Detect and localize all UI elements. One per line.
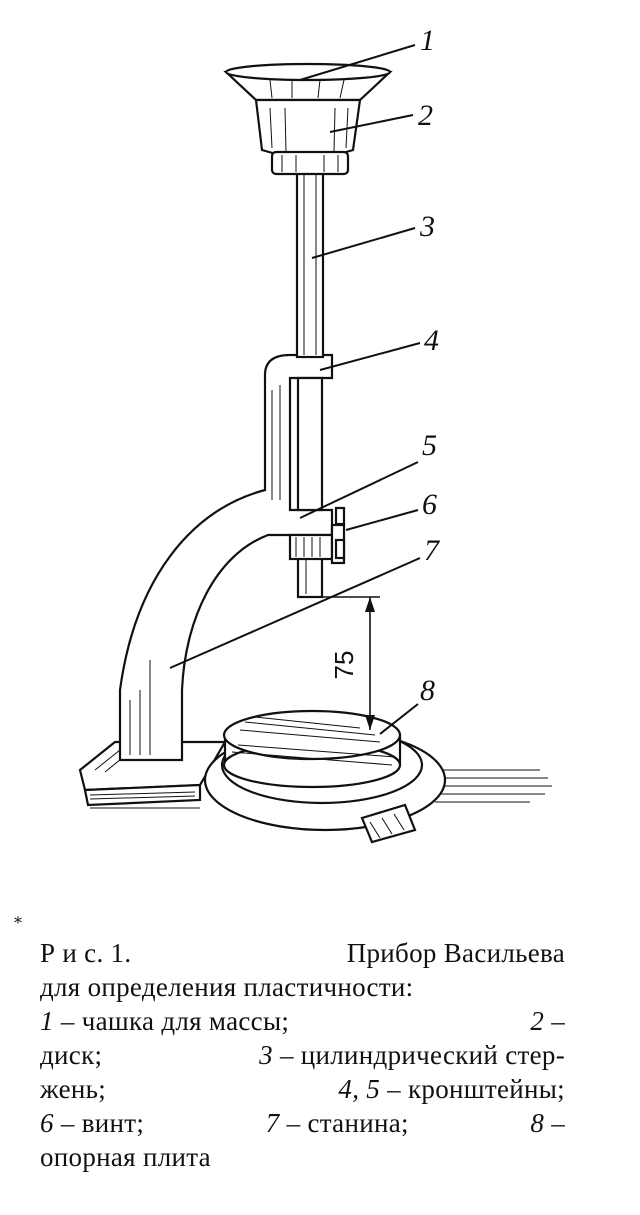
figure-caption: Р и с. 1. Прибор Васильева для определен… [40, 938, 565, 1172]
stand-base [78, 740, 227, 807]
screw [288, 506, 346, 565]
cylindrical-rod [295, 170, 325, 599]
support-plate [222, 709, 402, 789]
dimension-75: 75 [322, 596, 380, 730]
callout-3: 3 [419, 210, 435, 243]
caption-prefix: Р и с. 1. [40, 938, 132, 968]
callout-1: 1 [420, 24, 435, 57]
callout-7: 7 [424, 534, 441, 567]
stray-mark: ⁎ [14, 910, 22, 927]
ground-shadow [90, 769, 552, 809]
apparatus-diagram: 75 1 2 3 4 5 6 7 8 [78, 24, 552, 844]
callout-8: 8 [420, 674, 435, 707]
caption-last-line: опорная плита [40, 1142, 211, 1172]
dimension-label: 75 [329, 651, 359, 680]
cup [223, 62, 393, 159]
callout-6: 6 [422, 488, 437, 521]
callout-5: 5 [422, 429, 437, 462]
callout-4: 4 [424, 324, 439, 357]
leader-lines [169, 44, 421, 735]
caption-title: Прибор Васильева [346, 938, 565, 968]
disk [270, 150, 350, 176]
caption-line-2: для определения пластичности: [40, 972, 414, 1002]
callout-2: 2 [418, 99, 433, 132]
stand-frame [118, 353, 334, 762]
